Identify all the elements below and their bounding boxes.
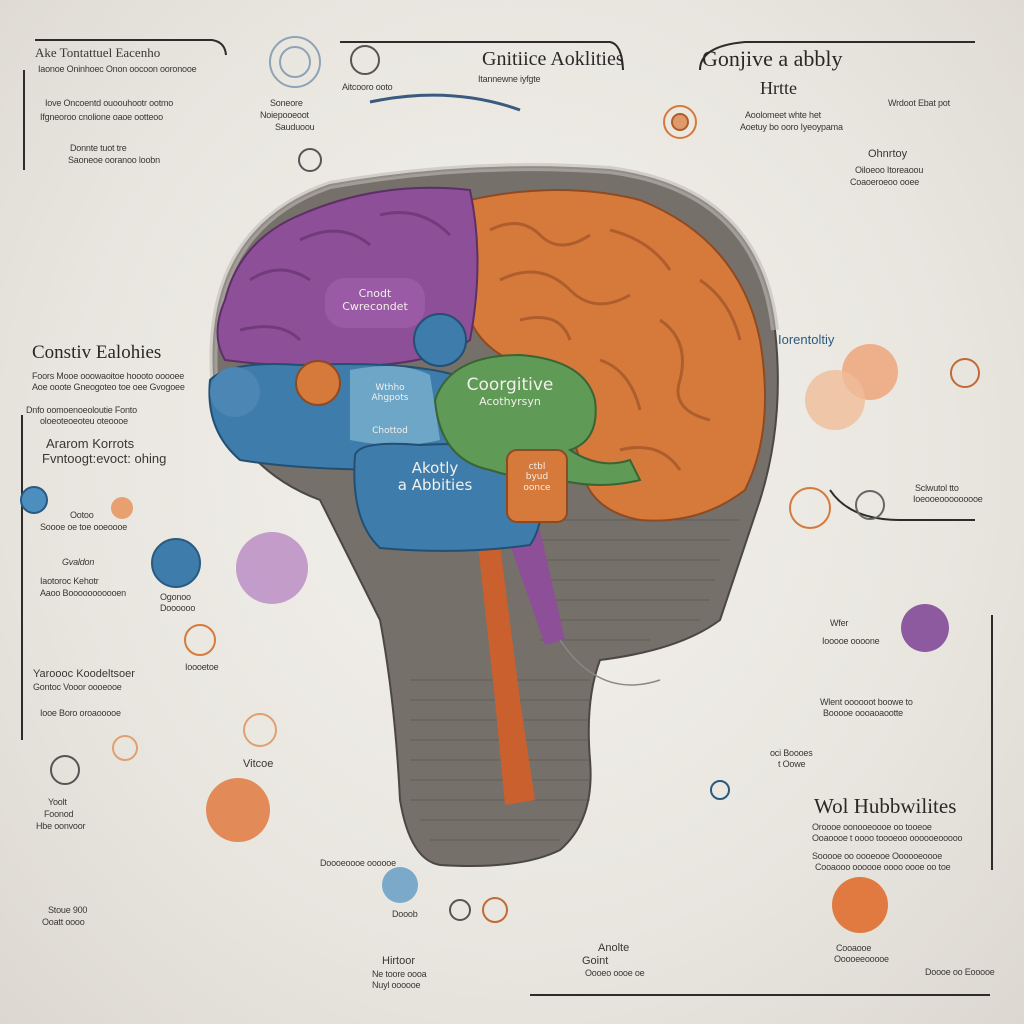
note: oloeoteoeoteu oteoooe (40, 416, 128, 426)
label-blue-main-line2: a Abbities (397, 476, 473, 495)
note: Aitcooro ooto (342, 82, 393, 92)
note: Yoolt (48, 797, 67, 807)
note: Aoolomeet whte het (745, 110, 821, 120)
note: Itannewne iyfgte (478, 74, 541, 84)
note: Goint (582, 955, 609, 967)
label-orange-box: ctbl byud oonce (507, 462, 567, 493)
heading-top-right: Gonjive a abbly (702, 46, 843, 71)
note: Ne toore oooa (372, 969, 427, 979)
orange-node (295, 360, 341, 406)
heading-top-left: Ake Tontattuel Eacenho (35, 45, 161, 60)
note: Iove Oncoentd ouoouhootr ootmo (45, 98, 174, 108)
label-blue-main: Akotly a Abbities (375, 459, 495, 495)
note: Cooaooo oooooe oooo oooe oo toe (815, 862, 951, 872)
heading-top-right-sub: Hrtte (760, 78, 797, 98)
note: Doooooo (160, 603, 196, 613)
heading-top-center: Gnitiice Aoklities (482, 48, 624, 70)
note: Booooe oooaoaootte (823, 708, 903, 718)
heading-left-mid: Constiv Ealohies (32, 342, 162, 363)
spinal-cord-orange (478, 545, 535, 805)
note: Sooooe oo oooeooe Oooooeoooe (812, 851, 943, 861)
orange-box-region (506, 449, 568, 523)
note: Wfer (830, 618, 849, 628)
note: Soooe oe toe ooeoooe (40, 522, 128, 532)
note: Ifgneoroo cnolione oaoe ootteoo (40, 112, 163, 122)
note: Dnfo oomoenoeoloutie Fonto (26, 405, 137, 415)
note: Ioeooeooooooooe (913, 494, 983, 504)
note: Ooooeeooooe (834, 954, 889, 964)
label-green-line1: Coorgitive (466, 375, 554, 395)
note: Noiepooeoot (260, 110, 309, 120)
note: Stoue 900 (48, 905, 88, 915)
note: Hirtoor (382, 955, 416, 967)
note: Doooe oo Eooooe (925, 967, 995, 977)
note: Ioooetoe (185, 662, 219, 672)
heading-right-mid: Iorentoltiy (778, 332, 835, 347)
note: Wlent oooooot boowe to (820, 697, 913, 707)
note: Vitcoe (243, 758, 274, 770)
note: Iooe Boro oroaooooe (40, 708, 121, 718)
note: Hbe oonvoor (36, 821, 86, 831)
blue-node (413, 313, 467, 367)
note: Sauduoou (275, 122, 315, 132)
label-blue-main-line1: Akotly (411, 459, 459, 477)
label-blue-light-line2: Ahgpots (371, 393, 409, 404)
brain-light-blue-region (350, 366, 440, 445)
note: Iaonoe Oninhoec Onon oocoon ooronooe (38, 64, 197, 74)
brain-green-lobe (433, 353, 642, 486)
label-orange-box-line2: byud (525, 472, 549, 483)
note: Ooatt oooo (42, 917, 85, 927)
note: Foonod (44, 809, 74, 819)
label-orange-box-line3: oonce (523, 482, 551, 493)
note: Foors Mooe ooowaoitoe hoooto ooooee (32, 371, 185, 381)
note: Sclwutol tto (915, 483, 959, 493)
label-purple-line1: Cnodt (358, 287, 392, 300)
note: Aaoo Booooooooooen (40, 588, 126, 598)
label-blue-light: Wthho Ahgpots (355, 383, 425, 404)
frame-lines (21, 39, 993, 996)
label-purple-line2: Cwrecondet (342, 299, 408, 313)
note: oci Boooes (770, 748, 813, 758)
note: Wrdoot Ebat pot (888, 98, 950, 108)
heading-left-block-sub: Fvntoogt:evoct: ohing (42, 451, 167, 466)
note: Anolte (598, 942, 630, 954)
note: Dooob (392, 909, 418, 919)
note: Gvaldon (62, 557, 95, 567)
label-green-line2: Acothyrsyn (479, 394, 541, 408)
note: t Oowe (778, 759, 806, 769)
note: Yaroooc Koodeltsoer (33, 668, 135, 680)
note: Soneore (270, 98, 303, 108)
label-purple: Cnodt Cwrecondet (330, 287, 420, 313)
note: Ooaoooe t oooo toooeoo oooooeooooo (812, 833, 963, 843)
note: Gontoc Vooor oooeooe (33, 682, 122, 692)
note: Iooooe oooone (822, 636, 880, 646)
heading-left-block: Ararom Korrots (46, 436, 135, 451)
note: Oroooe oonooeoooe oo tooeoe (812, 822, 932, 832)
heading-bottom-right: Wol Hubbwilites (814, 794, 957, 818)
label-orange-box-line1: ctbl (528, 462, 546, 472)
label-green: Coorgitive Acothyrsyn (450, 375, 570, 408)
note: Ohnrtoy (868, 148, 908, 160)
brainstem-purple (505, 530, 565, 645)
note: Oooeo oooe oe (585, 968, 645, 978)
note: Donnte tuot tre (70, 143, 127, 153)
label-blue-small: Chottod (372, 426, 408, 436)
note: Ootoo (70, 510, 94, 520)
note: Doooeoooe oooooe (320, 858, 396, 868)
note: Aoe ooote Gneogoteo toe oee Gvogoee (32, 382, 185, 392)
label-blue-light-line1: Wthho (375, 383, 405, 393)
note: Aoetuy bo ooro Iyeoypama (740, 122, 843, 132)
note: Nuyl oooooe (372, 980, 421, 990)
note: Ogonoo (160, 592, 191, 602)
note: Saoneoe ooranoo loobn (68, 155, 160, 165)
note: Coaoeroeoo ooee (850, 177, 920, 187)
note: Oiloeoo Itoreaoou (855, 165, 924, 175)
note: Cooaooe (836, 943, 872, 953)
note: Iaotoroc Kehotr (40, 576, 99, 586)
decorative-icons (20, 36, 980, 933)
